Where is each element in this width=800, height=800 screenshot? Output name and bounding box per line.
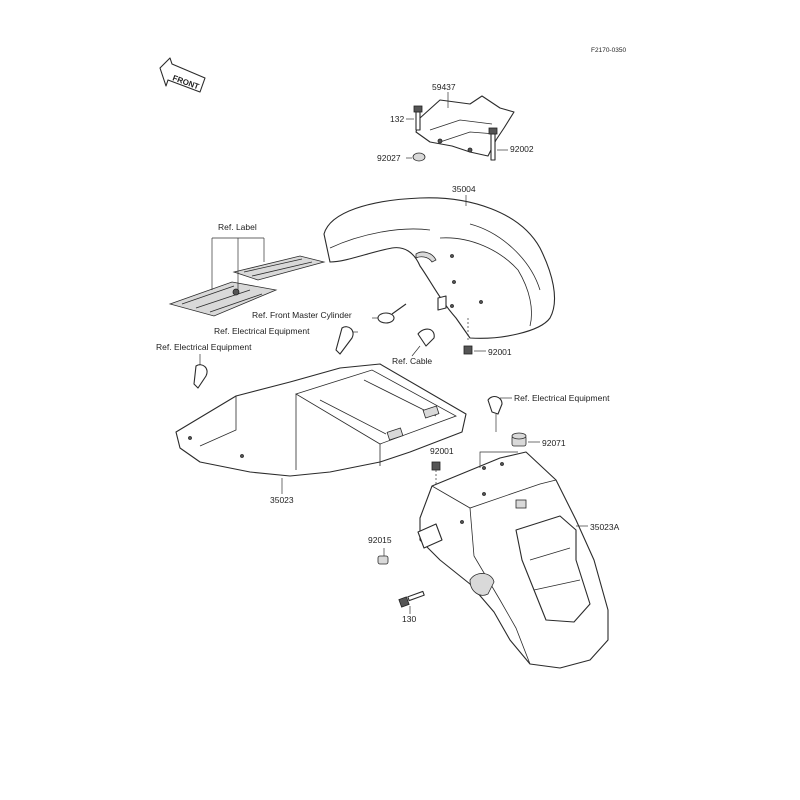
clamp-electrical-3-icon bbox=[487, 395, 503, 432]
nut-92015-icon bbox=[377, 555, 389, 565]
label-ref-electrical-equipment-1: Ref. Electrical Equipment bbox=[214, 326, 310, 336]
label-92001-upper: 92001 bbox=[488, 347, 512, 357]
label-35023A: 35023A bbox=[590, 522, 620, 532]
label-35004: 35004 bbox=[452, 184, 476, 194]
label-92071: 92071 bbox=[542, 438, 566, 448]
clamp-electrical-1-icon bbox=[335, 326, 354, 355]
label-92015: 92015 bbox=[368, 535, 392, 545]
bolt-92002-icon bbox=[488, 127, 498, 161]
nut-92027-icon bbox=[412, 152, 426, 162]
grommet-92071-icon bbox=[511, 432, 527, 447]
label-92002: 92002 bbox=[510, 144, 534, 154]
clip-fender-icon bbox=[417, 295, 447, 347]
bolt-92001-upper-icon bbox=[463, 318, 473, 355]
bracket-plate-icon bbox=[417, 523, 443, 549]
label-130: 130 bbox=[402, 614, 416, 624]
label-ref-cable: Ref. Cable bbox=[392, 356, 432, 366]
label-59437: 59437 bbox=[432, 82, 456, 92]
clamp-electrical-2-icon bbox=[193, 364, 208, 389]
label-ref-electrical-equipment-3: Ref. Electrical Equipment bbox=[514, 393, 610, 403]
label-132: 132 bbox=[390, 114, 404, 124]
ref-label-stickers bbox=[168, 255, 326, 317]
part-35004-front-fender bbox=[323, 197, 556, 339]
part-35023A-rear-fender bbox=[419, 451, 609, 669]
label-ref-electrical-equipment-2: Ref. Electrical Equipment bbox=[156, 342, 252, 352]
bolt-132-icon bbox=[413, 105, 423, 131]
bolt-130-icon bbox=[398, 590, 425, 608]
label-92001-lower: 92001 bbox=[430, 446, 454, 456]
label-35023: 35023 bbox=[270, 495, 294, 505]
label-ref-label: Ref. Label bbox=[218, 222, 257, 232]
label-92027: 92027 bbox=[377, 153, 401, 163]
figure-code: F2170-0350 bbox=[591, 47, 626, 54]
clamp-front-master-cylinder-icon bbox=[377, 303, 407, 324]
front-arrow-icon: FRONT bbox=[159, 57, 206, 93]
part-35023-under-tray bbox=[175, 363, 467, 477]
label-ref-front-master-cylinder: Ref. Front Master Cylinder bbox=[252, 310, 352, 320]
part-59437-bracket bbox=[415, 95, 515, 157]
